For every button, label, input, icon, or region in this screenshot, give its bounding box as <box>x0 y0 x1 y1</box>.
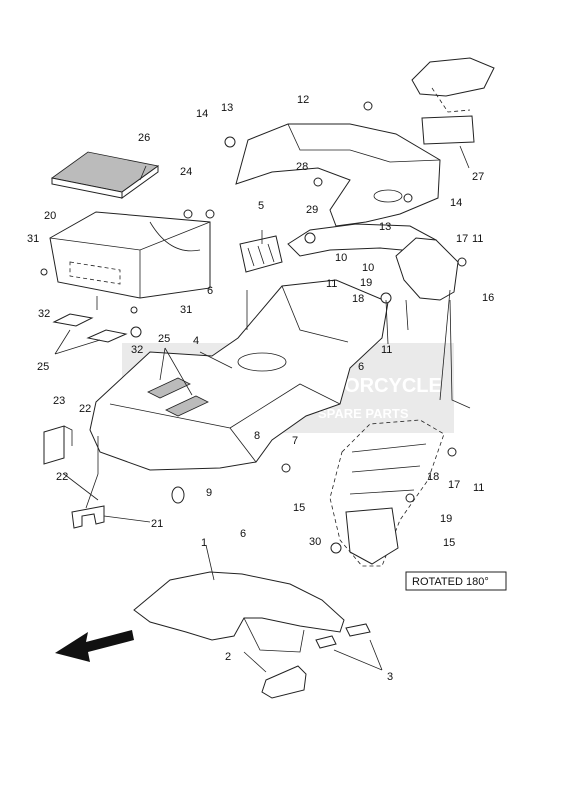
callout-16: 16 <box>482 292 494 304</box>
callout-25b: 25 <box>158 333 170 345</box>
callout-30: 30 <box>309 536 321 548</box>
callout-32a: 32 <box>38 308 50 320</box>
callout-25a: 25 <box>37 361 49 373</box>
callout-18a: 18 <box>352 293 364 305</box>
fender-stay-part <box>261 665 307 699</box>
callout-14b: 14 <box>450 197 462 209</box>
callout-1: 1 <box>201 537 207 549</box>
owners-manual-part <box>51 151 159 199</box>
pad-parts <box>52 313 128 343</box>
callout-18b: 18 <box>427 471 439 483</box>
callout-24: 24 <box>180 166 192 178</box>
callout-19b: 19 <box>440 513 452 525</box>
callout-6c: 6 <box>240 528 246 540</box>
bracket-23-part <box>43 425 73 465</box>
callout-11d: 11 <box>473 482 484 494</box>
rotated-note-text: ROTATED 180° <box>412 576 489 588</box>
callout-8: 8 <box>254 430 260 442</box>
callout-27: 27 <box>472 171 484 183</box>
callout-5: 5 <box>258 200 264 212</box>
callout-26: 26 <box>138 132 150 144</box>
grommet-part <box>171 486 185 504</box>
callout-10b: 10 <box>362 262 374 274</box>
callout-31b: 31 <box>180 304 192 316</box>
callout-6b: 6 <box>358 361 364 373</box>
callout-15b: 15 <box>443 537 455 549</box>
callout-22b: 22 <box>56 471 68 483</box>
callout-4: 4 <box>193 335 199 347</box>
callout-31a: 31 <box>27 233 39 245</box>
reflector-bracket-part <box>395 237 459 301</box>
rear-cowl-part <box>235 123 441 227</box>
bolts-3-part <box>315 623 371 649</box>
callout-3: 3 <box>387 671 393 683</box>
clamp-part <box>71 505 105 529</box>
callout-32b: 32 <box>131 344 143 356</box>
callout-28: 28 <box>296 161 308 173</box>
callout-20: 20 <box>44 210 56 222</box>
front-direction-arrow-icon <box>55 630 134 662</box>
storage-tray-part <box>49 211 211 299</box>
callout-13b: 13 <box>379 221 391 233</box>
callout-12: 12 <box>297 94 309 106</box>
license-bracket-part <box>329 419 445 567</box>
callout-14a: 14 <box>196 108 208 120</box>
callout-17b: 17 <box>448 479 460 491</box>
callout-23: 23 <box>53 395 65 407</box>
callout-19a: 19 <box>360 277 372 289</box>
callout-11c: 11 <box>381 344 392 356</box>
small-bolts <box>40 101 467 554</box>
callout-13a: 13 <box>221 102 233 114</box>
callout-2: 2 <box>225 651 231 663</box>
tail-light-part <box>411 57 495 145</box>
leader-lines <box>54 145 471 673</box>
callout-7: 7 <box>292 435 298 447</box>
callout-9: 9 <box>206 487 212 499</box>
callout-22a: 22 <box>79 403 91 415</box>
callout-11b: 11 <box>326 278 337 290</box>
callout-29: 29 <box>306 204 318 216</box>
rotated-note: ROTATED 180° <box>405 571 507 591</box>
callout-6a: 6 <box>207 285 213 297</box>
callout-10a: 10 <box>335 252 347 264</box>
rotated-note-box <box>405 571 507 591</box>
watermark-brand-bottom: SPARE PARTS <box>318 406 409 421</box>
callout-21: 21 <box>151 518 163 530</box>
callouts: 1 2 3 4 5 6 6 6 7 8 9 10 10 11 11 11 11 … <box>27 94 494 683</box>
callout-17a: 17 <box>456 233 468 245</box>
front-fender-part <box>133 571 345 653</box>
callout-15a: 15 <box>293 502 305 514</box>
callout-11a: 11 <box>472 233 483 245</box>
inner-fender-part <box>89 279 389 471</box>
connector-part <box>239 235 283 273</box>
